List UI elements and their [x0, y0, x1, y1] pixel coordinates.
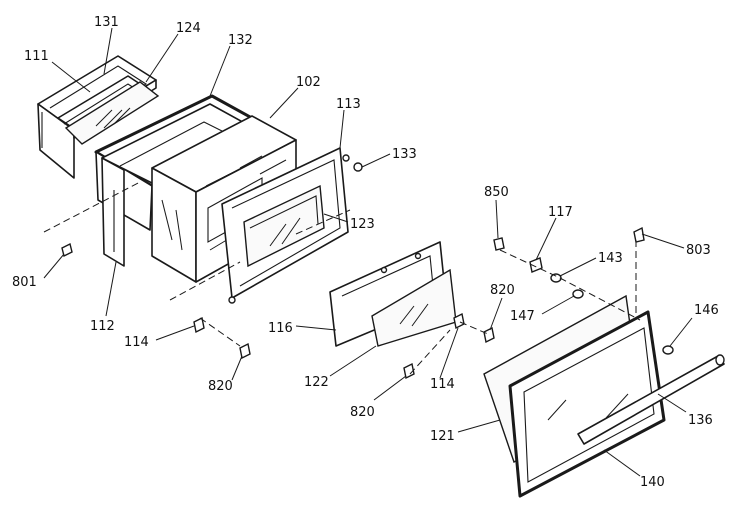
label-147: 147: [510, 309, 535, 324]
label-803: 803: [686, 243, 711, 258]
label-133: 133: [392, 147, 417, 162]
part-801-screw: [61, 242, 73, 258]
part-133-nut: [353, 162, 363, 172]
label-102: 102: [296, 75, 321, 90]
label-121: 121: [430, 429, 455, 444]
part-850-screw: [493, 237, 505, 251]
assembly-lines: [43, 181, 641, 375]
part-124-glass: [64, 81, 160, 145]
part-labels: 111 131 124 132 102 113 133 850 117 123 …: [12, 15, 719, 490]
leader-lines: [43, 27, 693, 477]
label-111: 111: [24, 49, 49, 64]
label-143: 143: [598, 251, 623, 266]
label-114-right: 114: [430, 377, 455, 392]
label-801: 801: [12, 275, 37, 290]
part-140-outer-frame: [508, 310, 666, 498]
part-146-washer: [662, 345, 674, 355]
part-803-screw: [633, 226, 645, 243]
part-123-glass: [243, 184, 325, 268]
label-132: 132: [228, 33, 253, 48]
label-122: 122: [304, 375, 329, 390]
label-820-bottom: 820: [350, 405, 375, 420]
part-820-screw-bottom: [403, 362, 415, 380]
label-850: 850: [484, 185, 509, 200]
part-143-washer: [550, 273, 562, 283]
label-140: 140: [640, 475, 665, 490]
label-131: 131: [94, 15, 119, 30]
part-147-washer: [572, 289, 584, 299]
part-820-screw-left: [239, 342, 251, 360]
label-114-left: 114: [124, 335, 149, 350]
label-124: 124: [176, 21, 201, 36]
label-123: 123: [350, 217, 375, 232]
label-146: 146: [694, 303, 719, 318]
label-117: 117: [548, 205, 573, 220]
part-114-clip-left: [193, 316, 205, 334]
part-136-handle: [577, 354, 725, 445]
label-136: 136: [688, 413, 713, 428]
fasteners: [61, 162, 674, 380]
label-112: 112: [90, 319, 115, 334]
label-116: 116: [268, 321, 293, 336]
part-820-screw-right: [483, 326, 495, 344]
label-113: 113: [336, 97, 361, 112]
label-820-right: 820: [490, 283, 515, 298]
label-820-left: 820: [208, 379, 233, 394]
